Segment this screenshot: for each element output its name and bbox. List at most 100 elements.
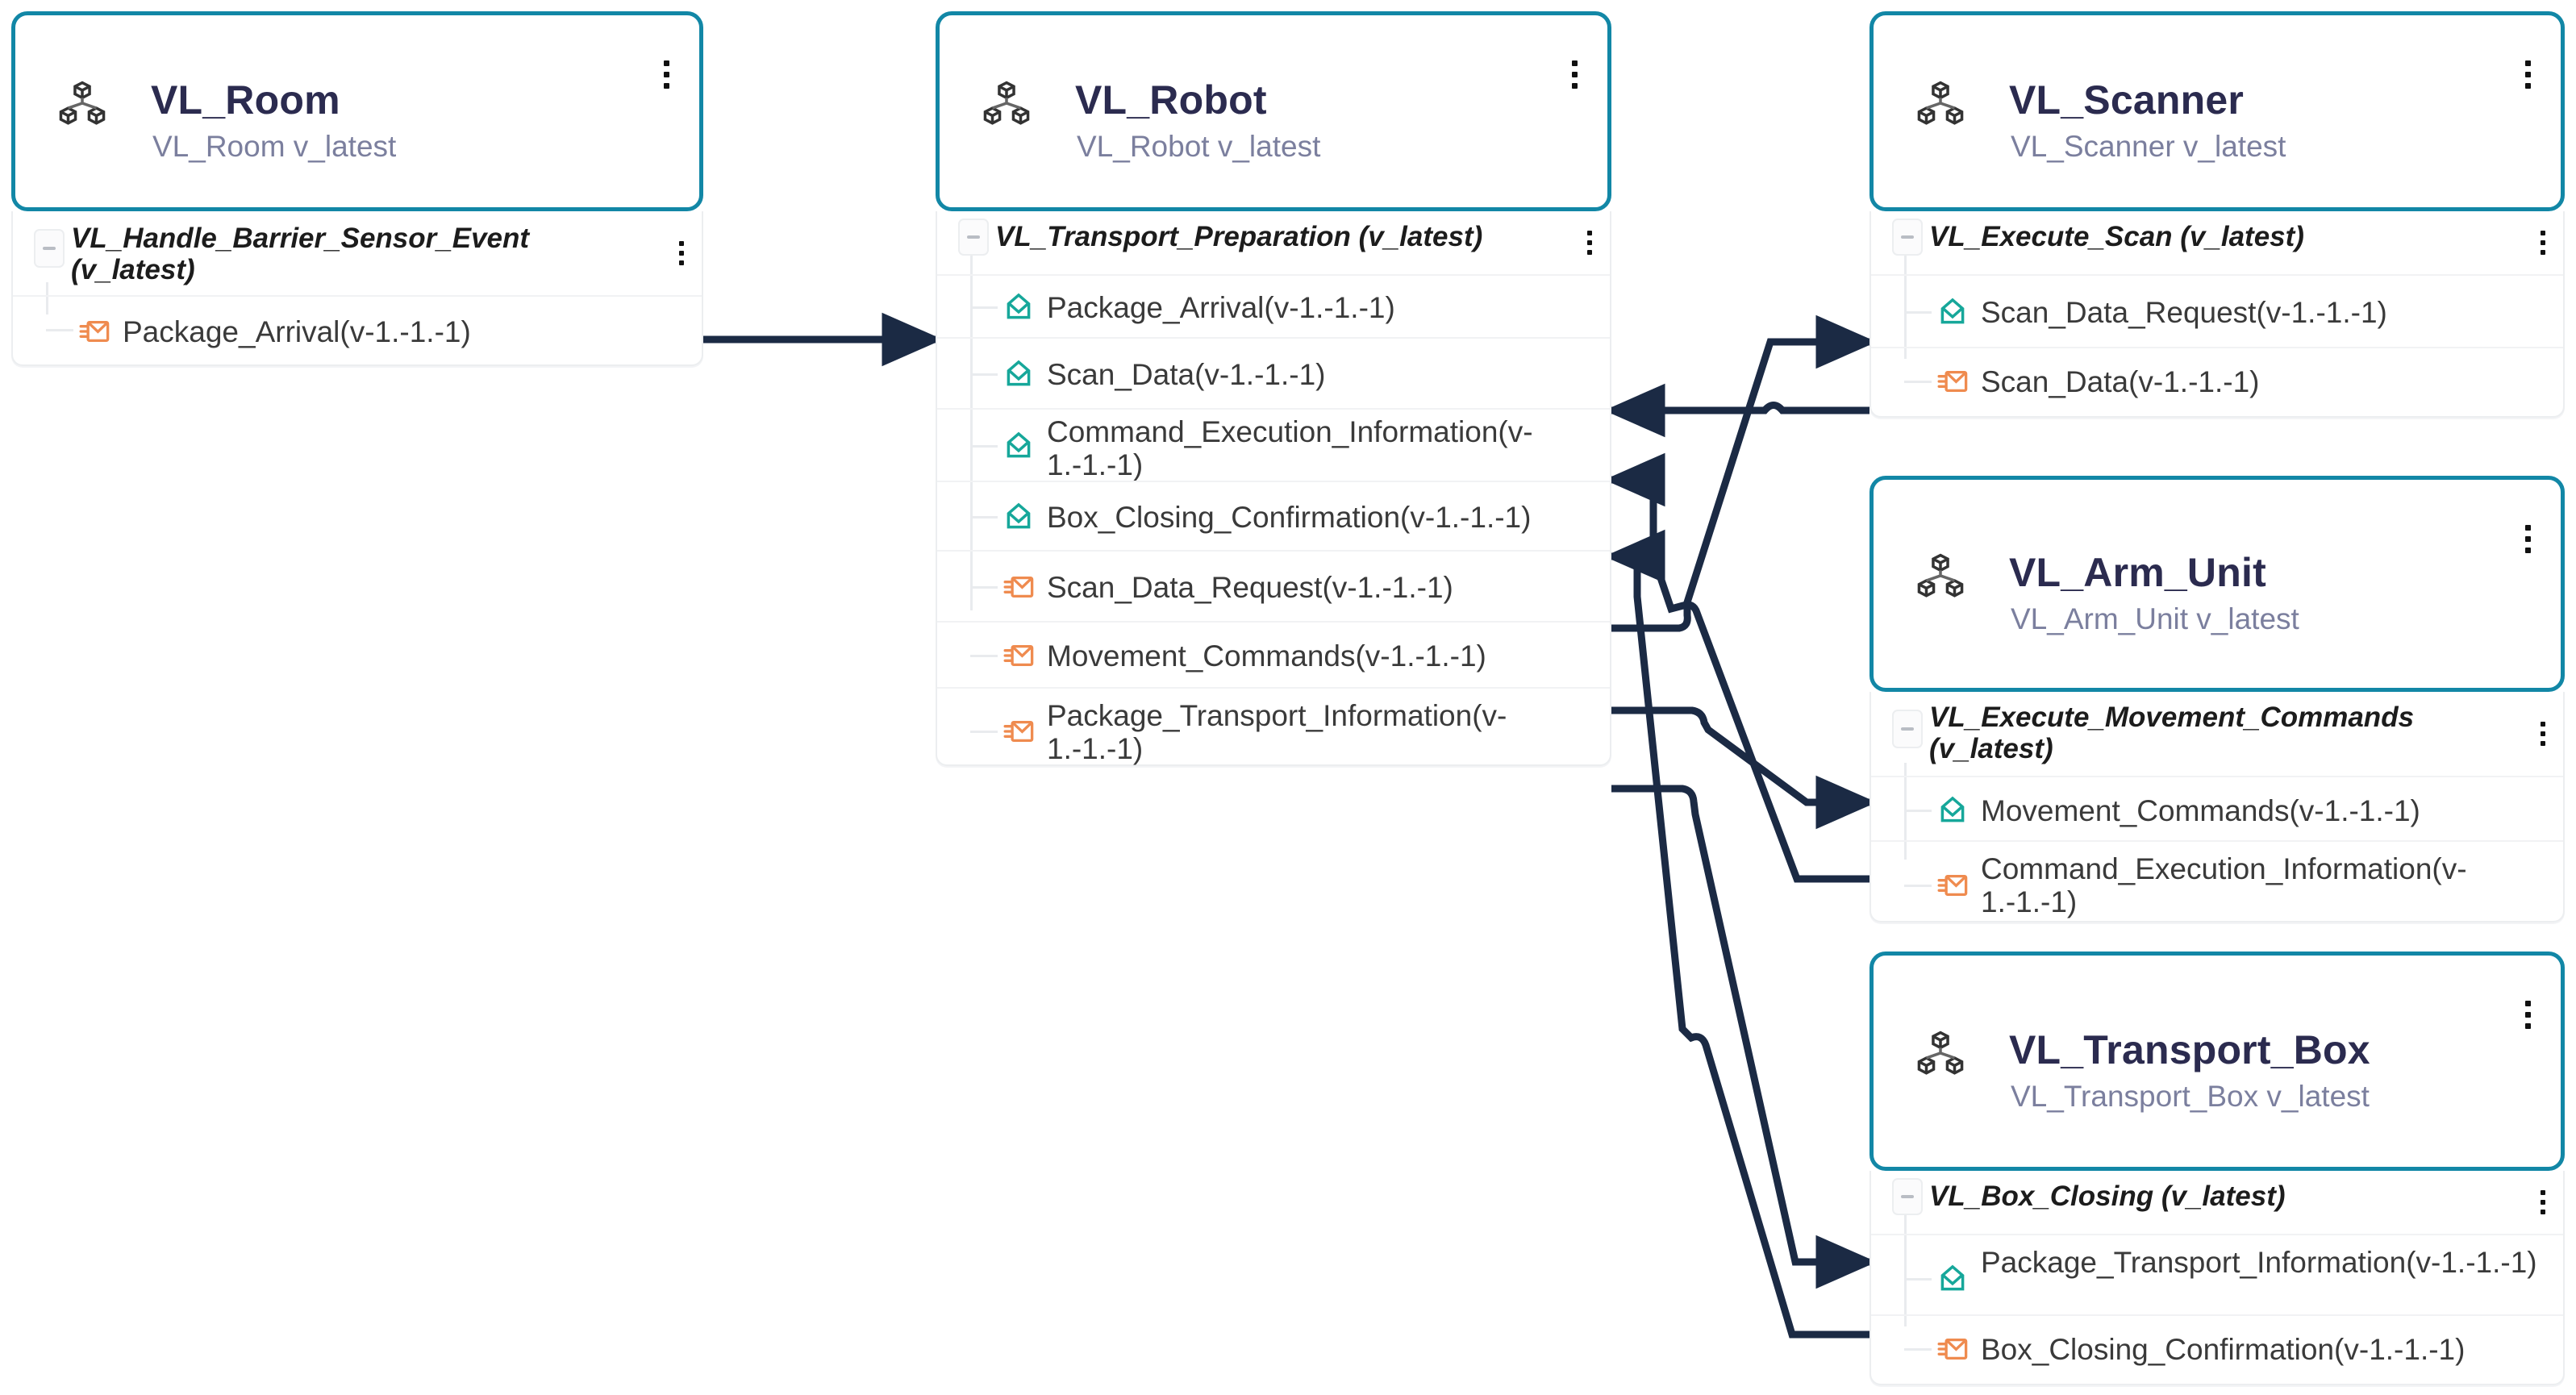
interface-title: VL_Execute_Movement_Commands (v_latest) xyxy=(1929,702,2415,765)
node-header[interactable]: VL_Robot VL_Robot v_latest xyxy=(936,11,1611,211)
connector-scan-data xyxy=(1604,383,1869,438)
more-options-icon[interactable] xyxy=(2541,722,2545,746)
port-row[interactable]: Package_Arrival(v-1.-1.-1) xyxy=(13,295,702,364)
tree-elbow xyxy=(970,586,998,589)
collapse-minus-icon[interactable] xyxy=(1892,219,1923,256)
node-vl-arm-unit[interactable]: VL_Arm_Unit VL_Arm_Unit v_latest VL_Exec… xyxy=(1869,476,2565,922)
interface-title: VL_Handle_Barrier_Sensor_Event (v_latest… xyxy=(71,223,530,286)
connector-movement-commands xyxy=(1611,706,1877,830)
node-title: VL_Room xyxy=(151,77,340,123)
port-label: Movement_Commands(v-1.-1.-1) xyxy=(1047,639,1486,673)
port-row[interactable]: Command_Execution_Information(v-1.-1.-1) xyxy=(1871,840,2563,921)
node-title: VL_Scanner xyxy=(2009,77,2245,123)
interface-header[interactable]: VL_Transport_Preparation (v_latest) xyxy=(937,211,1610,274)
port-row[interactable]: Movement_Commands(v-1.-1.-1) xyxy=(937,621,1610,687)
tree-elbow xyxy=(1904,1348,1932,1351)
tree-elbow xyxy=(970,655,998,657)
more-options-icon[interactable] xyxy=(2517,1001,2538,1029)
port-row[interactable]: Movement_Commands(v-1.-1.-1) xyxy=(1871,776,2563,840)
port-row[interactable]: Package_Transport_Information(v-1.-1.-1) xyxy=(937,687,1610,765)
node-vl-scanner[interactable]: VL_Scanner VL_Scanner v_latest VL_Execut… xyxy=(1869,11,2565,418)
incoming-message-icon xyxy=(1936,295,1970,329)
incoming-message-icon xyxy=(1002,357,1036,391)
connector-package-transport-information xyxy=(1611,785,1877,1289)
port-row[interactable]: Package_Transport_Information(v-1.-1.-1) xyxy=(1871,1234,2563,1314)
more-options-icon[interactable] xyxy=(2541,231,2545,255)
node-title: VL_Transport_Box xyxy=(2009,1027,2370,1072)
node-header[interactable]: VL_Arm_Unit VL_Arm_Unit v_latest xyxy=(1869,476,2565,692)
node-subtitle: VL_Scanner v_latest xyxy=(2011,130,2286,163)
outgoing-message-icon xyxy=(1002,714,1036,748)
node-subtitle: VL_Transport_Box v_latest xyxy=(2011,1080,2370,1113)
port-label: Movement_Commands(v-1.-1.-1) xyxy=(1981,794,2420,827)
node-subtitle: VL_Arm_Unit v_latest xyxy=(2011,602,2299,635)
incoming-message-icon xyxy=(1002,500,1036,534)
more-options-icon[interactable] xyxy=(679,241,684,265)
more-options-icon[interactable] xyxy=(2541,1190,2545,1214)
interface-block: VL_Box_Closing (v_latest) Package_Transp… xyxy=(1869,1171,2565,1385)
three-cubes-icon xyxy=(1912,1026,1969,1087)
port-row[interactable]: Scan_Data(v-1.-1.-1) xyxy=(1871,347,2563,416)
port-row[interactable]: Box_Closing_Confirmation(v-1.-1.-1) xyxy=(1871,1314,2563,1384)
incoming-message-icon xyxy=(1936,1262,1970,1296)
port-row[interactable]: Scan_Data_Request(v-1.-1.-1) xyxy=(1871,274,2563,347)
incoming-message-icon xyxy=(1002,429,1036,463)
more-options-icon[interactable] xyxy=(656,60,677,89)
node-header[interactable]: VL_Room VL_Room v_latest xyxy=(11,11,703,211)
node-vl-transport-box[interactable]: VL_Transport_Box VL_Transport_Box v_late… xyxy=(1869,952,2565,1385)
node-vl-room[interactable]: VL_Room VL_Room v_latest VL_Handle_Barri… xyxy=(11,11,703,366)
tree-elbow xyxy=(970,373,998,376)
port-row[interactable]: Command_Execution_Information(v-1.-1.-1) xyxy=(937,408,1610,481)
three-cubes-icon xyxy=(54,77,110,137)
collapse-minus-icon[interactable] xyxy=(1892,710,1923,748)
tree-elbow xyxy=(1904,381,1932,383)
connector-scan-data-request xyxy=(1611,314,1877,632)
port-row[interactable]: Box_Closing_Confirmation(v-1.-1.-1) xyxy=(937,481,1610,550)
connector-command-execution-information xyxy=(1604,452,1869,883)
more-options-icon[interactable] xyxy=(2517,525,2538,553)
node-title: VL_Arm_Unit xyxy=(2009,550,2266,595)
outgoing-message-icon xyxy=(1936,364,1970,398)
port-row[interactable]: Package_Arrival(v-1.-1.-1) xyxy=(937,274,1610,337)
port-label: Box_Closing_Confirmation(v-1.-1.-1) xyxy=(1981,1333,2466,1366)
tree-elbow xyxy=(1904,885,1932,887)
collapse-minus-icon[interactable] xyxy=(958,219,989,256)
tree-elbow xyxy=(46,329,73,331)
port-label: Package_Transport_Information(v-1.-1.-1) xyxy=(1047,699,1507,765)
outgoing-message-icon xyxy=(77,314,111,348)
more-options-icon[interactable] xyxy=(2517,60,2538,89)
collapse-minus-icon[interactable] xyxy=(34,229,65,268)
collapse-minus-icon[interactable] xyxy=(1892,1178,1923,1215)
tree-elbow xyxy=(970,445,998,448)
node-title: VL_Robot xyxy=(1075,77,1267,123)
node-subtitle: VL_Robot v_latest xyxy=(1077,130,1321,163)
outgoing-message-icon xyxy=(1002,570,1036,604)
interface-title: VL_Box_Closing (v_latest) xyxy=(1929,1181,2286,1212)
tree-elbow xyxy=(1904,311,1932,314)
tree-elbow xyxy=(970,306,998,309)
port-label: Command_Execution_Information(v-1.-1.-1) xyxy=(1981,852,2467,918)
interface-header[interactable]: VL_Execute_Scan (v_latest) xyxy=(1871,211,2563,274)
more-options-icon[interactable] xyxy=(1587,231,1592,255)
node-header[interactable]: VL_Scanner VL_Scanner v_latest xyxy=(1869,11,2565,211)
connector-box-closing-confirmation-path xyxy=(1604,529,1869,1339)
three-cubes-icon xyxy=(978,77,1035,137)
outgoing-message-icon xyxy=(1002,639,1036,673)
interface-header[interactable]: VL_Box_Closing (v_latest) xyxy=(1871,1171,2563,1234)
port-label: Box_Closing_Confirmation(v-1.-1.-1) xyxy=(1047,501,1532,534)
interface-header[interactable]: VL_Handle_Barrier_Sensor_Event (v_latest… xyxy=(13,211,702,295)
port-row[interactable]: Scan_Data_Request(v-1.-1.-1) xyxy=(937,550,1610,621)
more-options-icon[interactable] xyxy=(1564,60,1585,89)
node-header[interactable]: VL_Transport_Box VL_Transport_Box v_late… xyxy=(1869,952,2565,1171)
three-cubes-icon xyxy=(1912,549,1969,610)
port-row[interactable]: Scan_Data(v-1.-1.-1) xyxy=(937,337,1610,408)
node-vl-robot[interactable]: VL_Robot VL_Robot v_latest VL_Transport_… xyxy=(936,11,1611,766)
port-label: Command_Execution_Information(v-1.-1.-1) xyxy=(1047,415,1533,481)
port-label: Scan_Data(v-1.-1.-1) xyxy=(1047,358,1326,391)
port-label: Package_Arrival(v-1.-1.-1) xyxy=(1047,291,1395,324)
port-label: Package_Transport_Information(v-1.-1.-1) xyxy=(1981,1246,2537,1279)
tree-elbow xyxy=(1904,810,1932,812)
tree-stem xyxy=(1904,1215,1907,1326)
interface-header[interactable]: VL_Execute_Movement_Commands (v_latest) xyxy=(1871,692,2563,776)
